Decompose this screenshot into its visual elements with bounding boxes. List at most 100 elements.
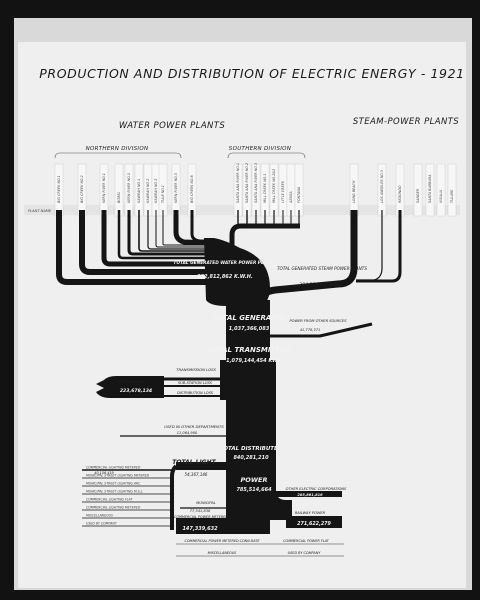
total-distributed-label: TOTAL DISTRIBUTED [220, 446, 283, 452]
band-big-creek-8 [190, 210, 214, 243]
substation-loss-label: SUB-STATION LOSS [178, 381, 213, 385]
power-label: POWER [241, 476, 268, 484]
total-light-value: 54,367,146 [185, 472, 208, 477]
dark-labels: TOTAL GENERATED STEAM POWER PLANTS 204,5… [94, 266, 367, 555]
total-steam-label: TOTAL GENERATED STEAM POWER PLANTS [277, 266, 367, 271]
light-item-label-1: MUNICIPAL STREET LIGHTING METERED [86, 474, 150, 478]
plant-card-steam-5 [436, 163, 446, 217]
band-total-loss [96, 376, 164, 398]
plant-label-northern-3: BOREL [117, 192, 121, 203]
other-corporations-value: 285,861,816 [297, 493, 323, 497]
plant-label-southern-4: MILL CREEK NO.2&3 [272, 169, 276, 203]
plant-label-northern-4: KERN RIVER NO.3 [127, 173, 131, 203]
railway-power-label: RAILWAY POWER [295, 511, 326, 515]
white-trunk-labels: TOTAL GENERATED WATER POWER PLANTS 832,8… [0, 0, 332, 532]
band-borel [117, 210, 212, 260]
band-kern-3b [173, 210, 215, 246]
bottom-left-1: COMMERCIAL POWER METERED CONN.RATE [185, 539, 261, 543]
light-item-label-0: COMMERCIAL LIGHTING METERED [86, 466, 141, 470]
poster-title: PRODUCTION AND DISTRIBUTION OF ELECTRIC … [39, 66, 464, 81]
band-total-light [176, 462, 226, 470]
band-kaweah-2 [147, 210, 214, 250]
plant-label-southern-5: LYTLE CREEK [281, 180, 285, 203]
steam-power-heading: STEAM-POWER PLANTS [353, 117, 459, 127]
plant-label-steam-5: VISALIA [439, 189, 443, 203]
band-tule-1 [162, 210, 214, 246]
other-departments-value: 11,064,900 [177, 431, 198, 435]
plant-label-northern-1: BIG CREEK NO.2 [80, 175, 84, 203]
plant-label-southern-0: SANTA ANA RIVER NO.1 [236, 163, 240, 203]
plant-label-steam-1: LOS ANGELES NO.3 [380, 170, 384, 203]
light-item-label-2: MUNICIPAL STREET LIGHTING ARC [86, 482, 141, 486]
plant-card-steam-4 [425, 163, 435, 217]
band-southern-trunk [229, 223, 300, 246]
plant-labels-group: BIG CREEK NO.1 BIG CREEK NO.2 KERN RIVER N… [57, 163, 454, 204]
light-item-label-5: COMMERCIAL LIGHTING METERED [86, 506, 141, 510]
band-kaweah-1 [138, 210, 214, 252]
total-water-value: 832,812,862 K.W.H. [197, 274, 253, 280]
band-power-lower [176, 462, 292, 534]
water-power-heading: WATER POWER PLANTS [119, 121, 226, 131]
bottom-label-lines [176, 543, 344, 557]
band-big-creek-2 [79, 210, 208, 275]
plant-card-southern-6 [286, 163, 296, 217]
plant-label-southern-3: MILL CREEK NO.1 [263, 174, 267, 203]
plant-label-northern-2: KERN RIVER NO.1 [102, 173, 106, 203]
band-big-creek-1 [56, 210, 206, 285]
southern-division-bracket [227, 152, 306, 159]
plant-label-northern-10: BIG CREEK NO.8 [190, 175, 194, 203]
band-kaweah-3 [155, 210, 214, 248]
railway-power-value: 271,622,279 [297, 521, 331, 527]
total-transmitted-value: 1,079,144,454 KWH [226, 358, 282, 364]
band-light-stack [170, 464, 178, 530]
plant-label-steam-0: LONG BEACH [352, 180, 356, 203]
band-redondo [356, 210, 402, 283]
band-kern-1 [101, 210, 210, 267]
plant-label-steam-4: SANTA BARBARA [428, 174, 432, 203]
light-item-labels: COMMERCIAL LIGHTING METERED MUNICIPAL STR… [86, 466, 150, 526]
plant-label-southern-2: SANTA ANA RIVER NO.3 [254, 163, 258, 203]
plant-label-northern-8: TULE NO.1 [161, 185, 165, 203]
plant-label-northern-0: BIG CREEK NO.1 [57, 175, 61, 203]
power-other-sources-label: POWER FROM OTHER SOURCES [289, 319, 347, 323]
total-generated-label: TOTAL GENERATED [212, 314, 286, 322]
plant-label-northern-5: KAWEAH NO.1 [137, 179, 141, 203]
plant-label-northern-6: KAWEAH NO.2 [146, 179, 150, 203]
plant-label-southern-1: SANTA ANA RIVER NO.2 [245, 163, 249, 203]
total-loss-label: TOTAL LOSS [121, 379, 144, 384]
trunk-water-bulb [204, 238, 270, 306]
light-item-label-3: MUNICIPAL STREET LIGHTING M.S.L. [86, 490, 143, 494]
plant-label-southern-6: AZUSA [289, 191, 293, 204]
plant-label-steam-3: SANGER [416, 188, 420, 203]
light-item-label-4: COMMERCIAL LIGHTING FLAT [86, 498, 133, 502]
other-departments-label: USED IN OTHER DEPARTMENTS [164, 424, 224, 429]
plant-card-steam-3 [413, 163, 423, 217]
plant-label-southern-7: FONTANA [297, 186, 301, 203]
transmission-loss-label: TRANSMISSION LOSS [176, 367, 216, 372]
plant-card-steam-6 [447, 163, 457, 217]
northern-division-bracket [54, 152, 182, 159]
plant-label-steam-6: TULARE [450, 189, 454, 203]
bottom-left-2: MISCELLANEOUS [208, 551, 238, 555]
total-loss-value: 223,678,134 [120, 388, 152, 394]
total-light-label: TOTAL LIGHT [172, 459, 216, 466]
band-power-other-sources [270, 322, 373, 338]
power-value: 785,514,664 [236, 487, 272, 493]
other-corporations-label: OTHER ELECTRIC CORPORATIONS [286, 487, 347, 491]
total-distributed-value: 840,281,210 [233, 455, 269, 461]
light-item-lines [82, 469, 172, 527]
band-substation-loss [160, 379, 227, 387]
plant-cards-group [54, 163, 457, 217]
plant-card-northern-3 [114, 163, 124, 217]
total-water-label-main: TOTAL GENERATED WATER POWER PLANTS [173, 260, 276, 266]
plant-label-northern-9: KERN RIVER NO.3 [174, 173, 178, 203]
total-transmitted-label: TOTAL TRANSMITTED [207, 346, 291, 354]
total-steam-value: 204,553,215 K.W.H. [299, 282, 345, 288]
commercial-power-label: COMMERCIAL POWER METERED [174, 515, 228, 519]
total-generated-value: 1,037,366,083 [229, 326, 270, 332]
trunk-main [220, 300, 276, 462]
power-other-sources-value: 41,778,371 [300, 328, 321, 332]
municipal-label: MUNICIPAL [196, 501, 216, 505]
bottom-right-2: USED BY COMPANY [288, 551, 322, 555]
